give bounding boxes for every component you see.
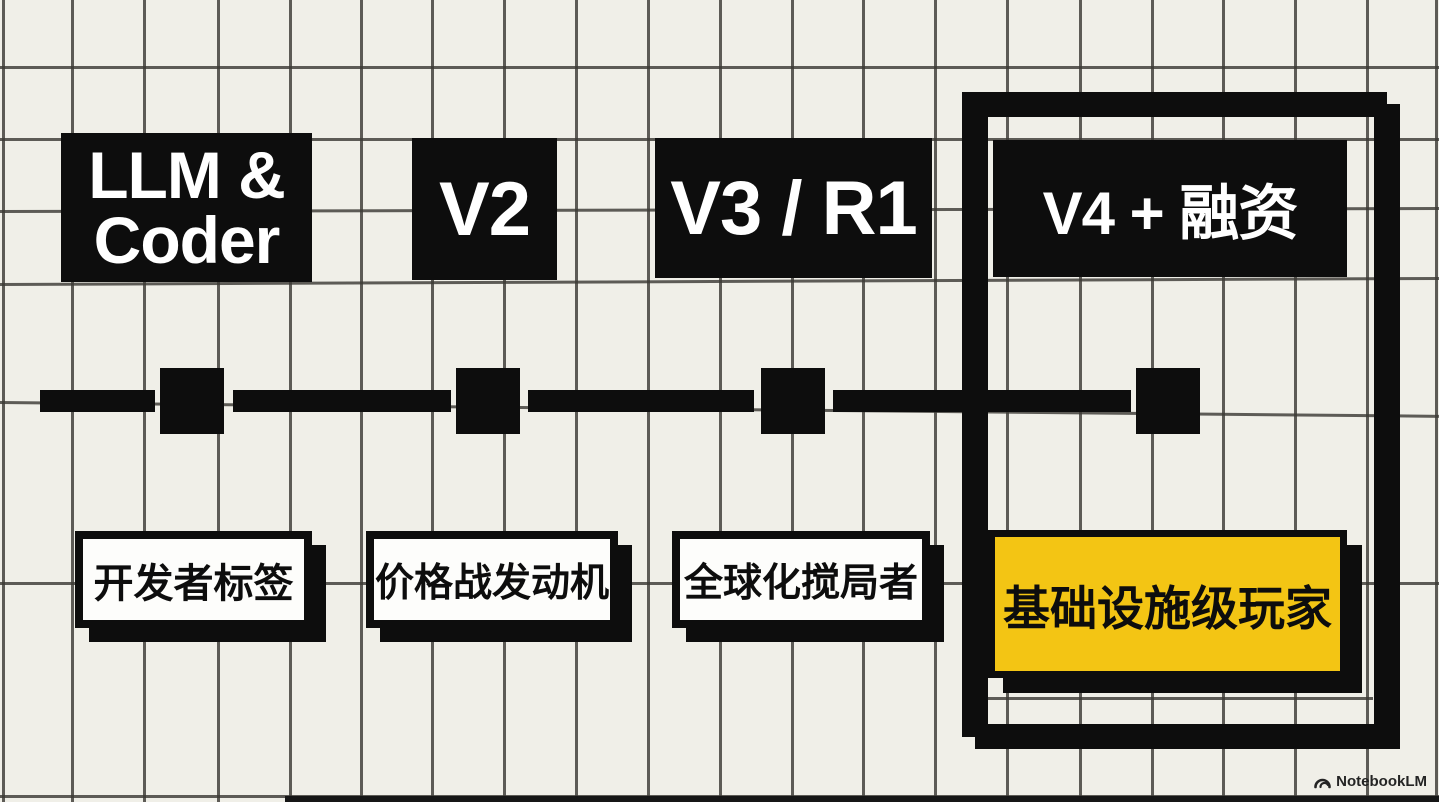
milestone-box-v4-funding: V4 + 融资 [993, 140, 1347, 277]
tag-box-price-war-engine: 价格战发动机 [366, 531, 618, 628]
tag-text: 基础设施级玩家 [1003, 581, 1332, 635]
tag-box-developer-label: 开发者标签 [75, 531, 312, 628]
grid-vline [1294, 0, 1297, 802]
grid-vline [2, 0, 5, 802]
milestone-box-llm-coder: LLM & Coder [61, 133, 312, 282]
watermark: NotebookLM [1314, 773, 1427, 790]
milestone-box-v3-r1: V3 / R1 [655, 138, 932, 278]
timeline-segment [40, 390, 155, 412]
highlight-frame [962, 92, 1387, 737]
tag-box-infrastructure-player: 基础设施级玩家 [988, 530, 1347, 678]
timeline-node [456, 368, 520, 434]
grid-hline [975, 697, 1373, 700]
tag-text: 全球化搅局者 [683, 561, 918, 605]
bottom-edge-strip [285, 796, 1439, 802]
milestone-title: V3 / R1 [670, 165, 917, 251]
grid-vline [1222, 0, 1225, 802]
timeline-segment [528, 390, 754, 412]
timeline-node [761, 368, 825, 434]
grid-hline [0, 66, 1439, 69]
timeline-node [160, 368, 224, 434]
milestone-box-v2: V2 [412, 138, 557, 280]
timeline-node [1136, 368, 1200, 434]
tag-box-global-disruptor: 全球化搅局者 [672, 531, 930, 628]
highlight-frame-shadow [975, 104, 1400, 749]
milestone-title: LLM & Coder [88, 138, 286, 277]
notebooklm-logo-icon [1314, 775, 1331, 789]
grid-vline [1435, 0, 1438, 802]
timeline-segment [233, 390, 451, 412]
milestone-title: V2 [439, 166, 531, 252]
grid-vline [1366, 0, 1369, 802]
milestone-title: V4 + 融资 [1042, 180, 1299, 247]
tag-text: 开发者标签 [93, 561, 294, 606]
tag-text: 价格战发动机 [374, 561, 609, 605]
watermark-brand: NotebookLM [1336, 773, 1427, 790]
